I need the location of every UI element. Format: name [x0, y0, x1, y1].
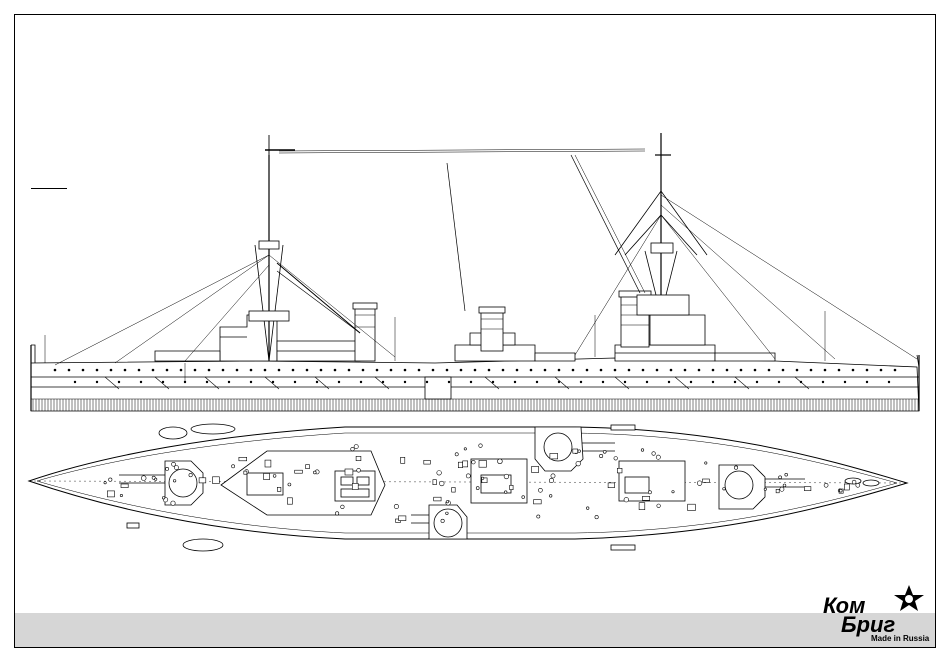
deck-plan [29, 424, 907, 551]
funnels [353, 291, 651, 361]
drawing-sheet: Ком Бриг Made in Russia [14, 14, 936, 648]
kombrig-logo: Ком Бриг Made in Russia [821, 583, 933, 645]
main-mast [615, 133, 707, 315]
mid-funnel [481, 311, 503, 351]
svg-text:Made in Russia: Made in Russia [871, 634, 930, 643]
side-elevation [31, 133, 919, 411]
superstructure [155, 315, 775, 361]
footer-band [15, 613, 935, 647]
ship-drawing [15, 15, 935, 647]
star-icon [894, 585, 924, 611]
